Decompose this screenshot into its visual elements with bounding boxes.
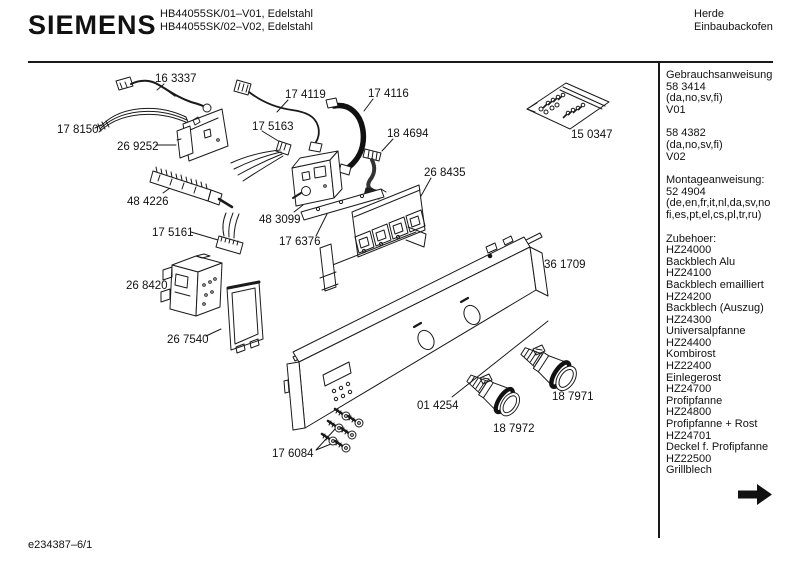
part-knob-187971 xyxy=(516,339,581,395)
model-numbers: HB44055SK/01–V01, Edelstahl HB44055SK/02… xyxy=(160,8,313,33)
header-divider xyxy=(28,61,773,63)
part-bracket-176376 xyxy=(300,188,387,221)
part-cable-163337 xyxy=(115,76,212,113)
exploded-parts-diagram: 16 3337 17 8150 26 9252 48 4226 17 4119 … xyxy=(57,73,613,460)
part-label: 26 8420 xyxy=(126,280,168,292)
part-label: 17 4119 xyxy=(285,89,326,101)
part-knob-187972 xyxy=(462,367,524,420)
part-label: 15 0347 xyxy=(571,129,613,141)
part-label: 36 1709 xyxy=(544,259,586,271)
part-cable-174116 xyxy=(325,97,367,176)
part-label: 16 3337 xyxy=(155,73,197,85)
info-sidebar: Gebrauchsanweisung 58 3414 (da,no,sv,fi)… xyxy=(666,69,798,489)
document-number: e234387–6/1 xyxy=(28,539,93,551)
part-wire-set-175163 xyxy=(230,140,292,182)
part-label: 17 8150 xyxy=(57,124,99,136)
part-label: 17 5161 xyxy=(152,227,194,239)
appliance-category: Herde Einbaubackofen xyxy=(694,8,773,33)
part-label: 18 7972 xyxy=(493,423,535,435)
part-terminal-block-484226 xyxy=(149,166,234,209)
part-label: 01 4254 xyxy=(417,400,459,412)
part-control-panel-361709 xyxy=(283,232,549,431)
part-timer-module-483099 xyxy=(291,150,343,207)
next-page-arrow-icon xyxy=(738,484,772,505)
part-labels: 16 3337 17 8150 26 9252 48 4226 17 4119 … xyxy=(57,73,613,460)
part-label: 17 6084 xyxy=(272,448,314,460)
part-screw-bag-150347 xyxy=(526,82,610,130)
mounting-instructions: Montageanweisung: 52 4904 (de,en,fr,it,n… xyxy=(666,174,771,221)
part-switch-268420 xyxy=(160,253,223,317)
part-label: 17 4116 xyxy=(368,88,409,100)
part-cable-174119 xyxy=(233,79,323,153)
part-label: 48 4226 xyxy=(127,196,169,208)
part-label: 18 7971 xyxy=(552,391,594,403)
part-label: 26 8435 xyxy=(424,167,466,179)
part-label: 17 5163 xyxy=(252,121,294,133)
part-label: 26 9252 xyxy=(117,141,159,153)
part-pcb-269252 xyxy=(176,108,229,162)
part-label: 26 7540 xyxy=(167,334,209,346)
part-connector-175161 xyxy=(215,212,244,255)
part-label: 17 6376 xyxy=(279,236,321,248)
accessories-list: Zubehoer: HZ24000 Backblech Alu HZ24100 … xyxy=(666,232,769,477)
usage-instructions-v01: Gebrauchsanweisung 58 3414 (da,no,sv,fi)… xyxy=(666,69,773,116)
part-label: 18 4694 xyxy=(387,128,429,140)
brand-logo: SIEMENS xyxy=(28,10,157,40)
sidebar-divider xyxy=(658,62,660,538)
part-label: 48 3099 xyxy=(259,214,301,226)
part-wire-harness-178150 xyxy=(97,107,191,133)
part-frame-267540 xyxy=(226,280,264,354)
usage-instructions-v02: 58 4382 (da,no,sv,fi) V02 xyxy=(666,127,723,163)
part-switch-bank-268435 xyxy=(319,184,427,292)
